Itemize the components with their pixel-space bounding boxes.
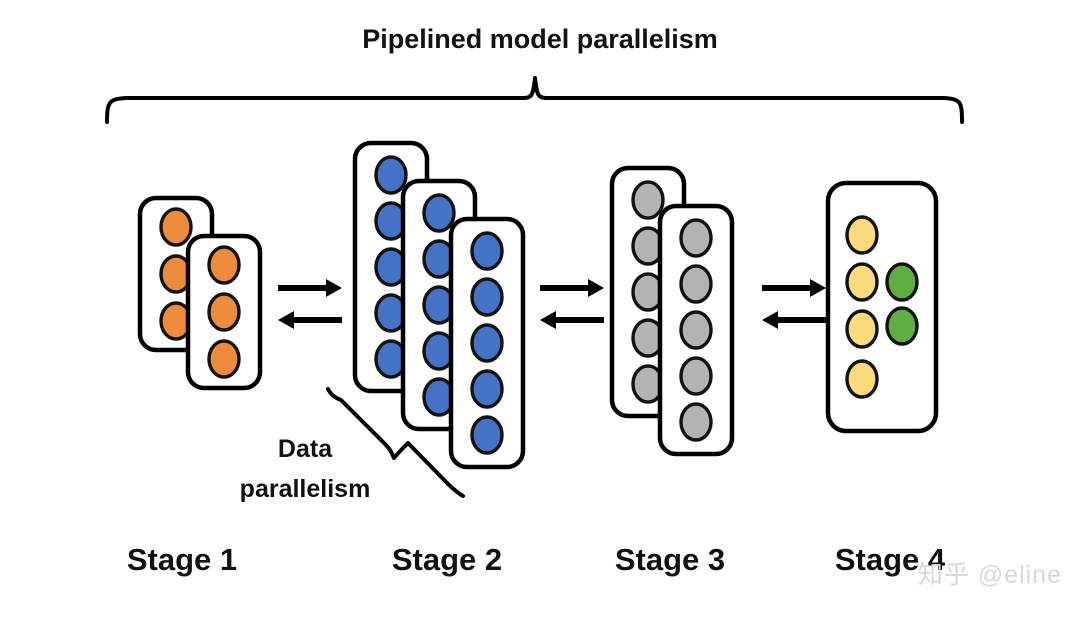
node-circle <box>207 292 241 332</box>
stage-1-group <box>137 195 263 391</box>
node-circle <box>207 245 241 285</box>
stage-3-replica-front <box>657 203 735 457</box>
node-circle <box>845 309 879 349</box>
data-parallelism-label-line2: parallelism <box>240 475 371 503</box>
stage-2-group <box>352 140 526 470</box>
node-circle <box>470 369 504 409</box>
node-circle <box>207 339 241 379</box>
stage-1-replica-front <box>185 233 263 391</box>
stage-label-2: Stage 2 <box>392 542 502 577</box>
data-parallelism-label: Data parallelism <box>240 435 371 503</box>
figure-title: Pipelined model parallelism <box>362 24 718 54</box>
node-circle <box>679 356 713 396</box>
arrow-stage3-stage4 <box>762 279 826 329</box>
stage-4-group <box>825 180 939 434</box>
arrow-stage2-stage3 <box>540 279 604 329</box>
top-brace <box>105 76 964 124</box>
stage-label-4: Stage 4 <box>835 542 946 577</box>
stage-3-group <box>609 165 735 457</box>
data-parallelism-label-line1: Data <box>278 435 333 463</box>
node-circle <box>679 218 713 258</box>
node-circle <box>159 207 193 247</box>
node-circle <box>679 402 713 442</box>
replica-box <box>825 180 939 434</box>
node-circle <box>470 415 504 455</box>
node-circle <box>470 231 504 271</box>
node-circle <box>885 306 919 346</box>
arrow-stage1-stage2 <box>278 279 342 329</box>
node-circle <box>422 193 456 233</box>
node-circle <box>845 215 879 255</box>
stage-label-3: Stage 3 <box>615 542 725 577</box>
node-circle <box>631 180 665 220</box>
node-circle <box>374 155 408 195</box>
watermark: 知乎 @eline <box>918 561 1062 589</box>
node-circle <box>679 310 713 350</box>
node-circle <box>845 262 879 302</box>
data-parallelism-brace <box>326 387 465 498</box>
node-circle <box>470 323 504 363</box>
node-circle <box>885 262 919 302</box>
node-circle <box>679 264 713 304</box>
stage-2-replica-front <box>448 216 526 470</box>
node-circle <box>845 359 879 399</box>
node-circle <box>470 277 504 317</box>
stage-label-1: Stage 1 <box>127 542 237 577</box>
